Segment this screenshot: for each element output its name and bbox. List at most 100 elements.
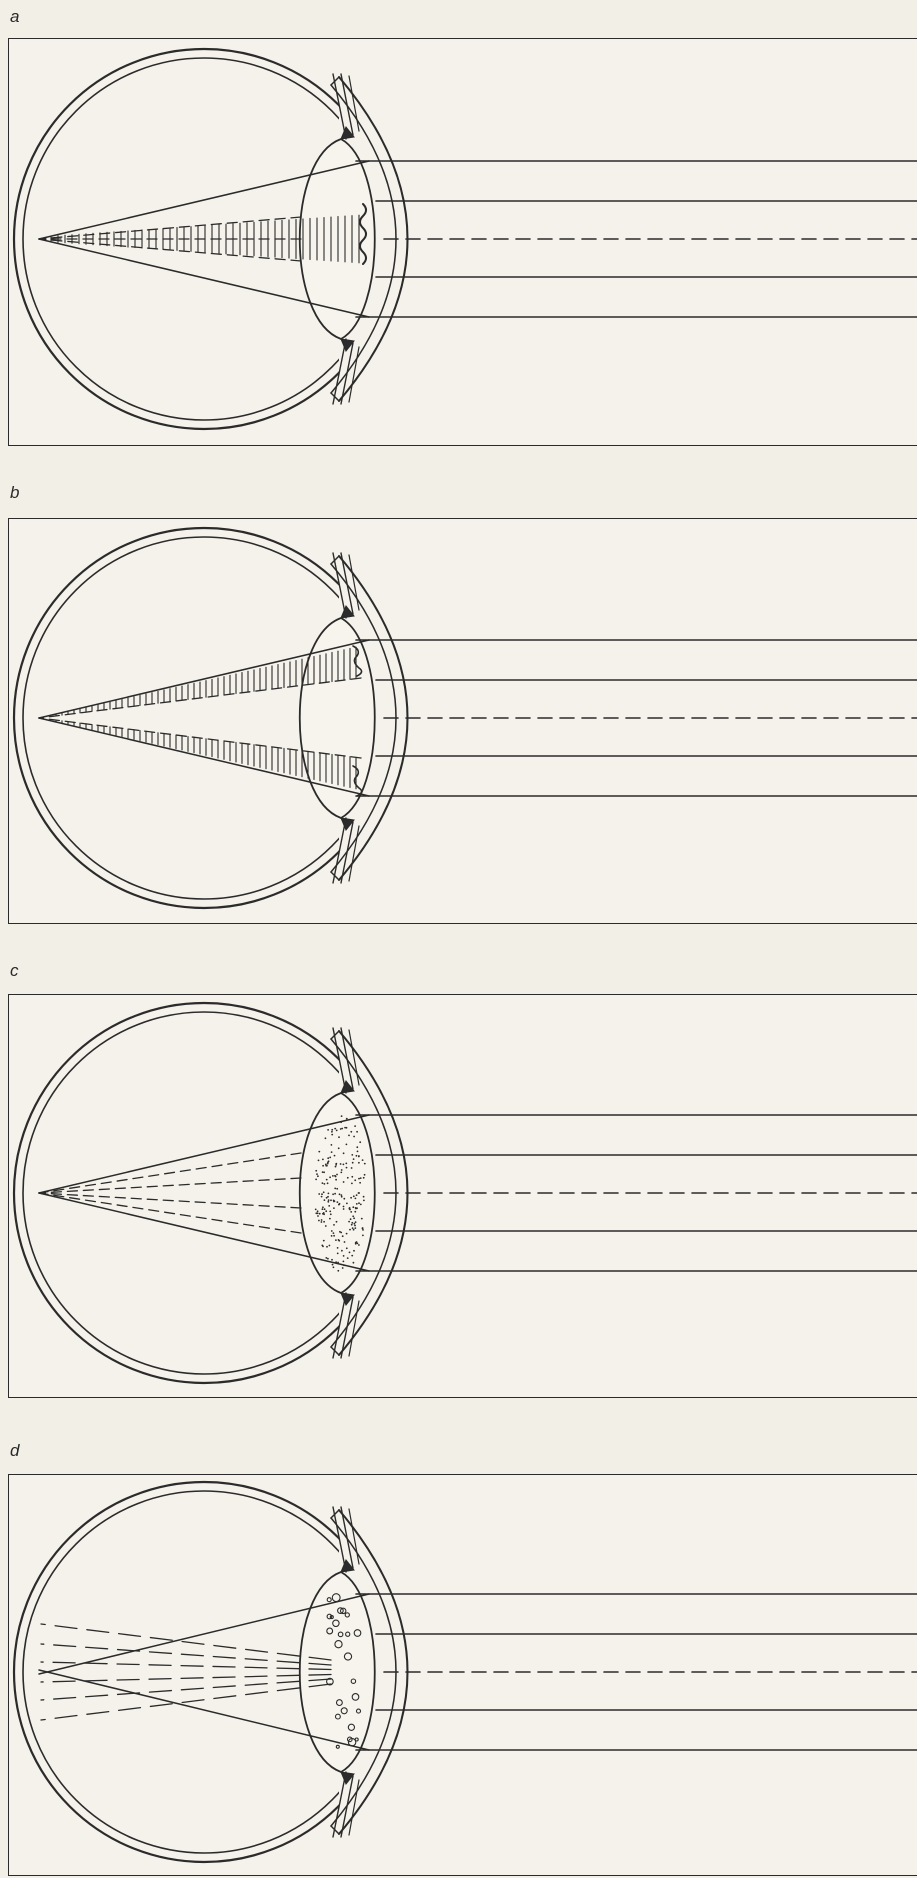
opacity-speckle xyxy=(339,1193,341,1195)
dashed-ray-lower xyxy=(39,1193,301,1233)
opacity-speckle xyxy=(346,1144,348,1146)
opacity-speckle xyxy=(346,1167,348,1169)
scattered-ray-3 xyxy=(41,1662,331,1670)
opacity-speckle xyxy=(331,1144,333,1146)
opacity-speckle xyxy=(341,1169,343,1171)
opacity-speckle xyxy=(355,1207,357,1209)
opacity-speckle xyxy=(354,1179,356,1181)
opacity-speckle xyxy=(343,1208,345,1210)
opacity-speckle xyxy=(359,1182,361,1184)
opacity-speckle xyxy=(361,1218,363,1220)
opacity-speckle xyxy=(363,1200,365,1202)
opacity-speckle xyxy=(340,1128,342,1130)
opacity-speckle xyxy=(317,1175,319,1177)
opacity-speckle xyxy=(329,1218,331,1220)
opacity-speckle xyxy=(347,1257,349,1259)
opacity-speckle xyxy=(321,1193,323,1195)
opacity-speckle xyxy=(352,1162,354,1164)
panel-label-a: a xyxy=(10,8,19,25)
opacity-speckle xyxy=(325,1137,327,1139)
opacity-speckle xyxy=(355,1221,357,1223)
opacity-speckle xyxy=(350,1197,352,1199)
opacity-speckle xyxy=(335,1166,337,1168)
opacity-speckle xyxy=(352,1227,354,1229)
dashed-ray-mid-lower xyxy=(39,1193,301,1208)
opacity-speckle xyxy=(350,1218,352,1220)
opacity-speckle xyxy=(324,1208,326,1210)
opacity-speckle xyxy=(333,1232,335,1234)
opacity-speckle xyxy=(360,1204,362,1206)
opacity-speckle xyxy=(331,1129,333,1131)
opacity-speckle xyxy=(334,1193,336,1195)
dashed-ray-upper xyxy=(39,1153,301,1193)
opacity-speckle xyxy=(358,1155,360,1157)
opacity-speckle xyxy=(353,1158,355,1160)
opacity-speckle xyxy=(353,1250,355,1252)
opacity-speckle xyxy=(327,1163,329,1165)
opacity-speckle xyxy=(329,1245,331,1247)
dashed-ray-mid-upper xyxy=(39,1178,301,1193)
opacity-speckle xyxy=(340,1163,342,1165)
opacity-speckle xyxy=(351,1183,353,1185)
opacity-speckle xyxy=(358,1178,360,1180)
opacity-speckle xyxy=(349,1252,351,1254)
opacity-speckle xyxy=(340,1172,342,1174)
opacity-speckle xyxy=(351,1224,353,1226)
opacity-speckle xyxy=(363,1177,365,1179)
opacity-speckle xyxy=(346,1233,348,1235)
opacity-speckle xyxy=(338,1204,340,1206)
opacity-speckle xyxy=(354,1227,356,1229)
opacity-speckle xyxy=(354,1125,356,1127)
opacity-speckle xyxy=(336,1130,338,1132)
opacity-speckle xyxy=(318,1151,320,1153)
opacity-speckle xyxy=(362,1235,364,1237)
opacity-speckle xyxy=(340,1232,342,1234)
opacity-speckle xyxy=(332,1175,334,1177)
opacity-speckle xyxy=(326,1246,328,1248)
opacity-speckle xyxy=(337,1247,339,1249)
opacity-speckle xyxy=(335,1179,337,1181)
opacity-speckle xyxy=(334,1128,336,1130)
opacity-speckle xyxy=(338,1147,340,1149)
opacity-speckle xyxy=(325,1210,327,1212)
eye-group xyxy=(14,528,917,908)
opacity-speckle xyxy=(335,1261,337,1263)
opacity-speckle xyxy=(348,1135,350,1137)
opacity-speckle xyxy=(327,1201,329,1203)
opacity-speckle xyxy=(333,1235,335,1237)
opacity-speckle xyxy=(333,1224,335,1226)
opacity-speckle xyxy=(350,1211,352,1213)
opacity-speckle xyxy=(353,1262,355,1264)
opacity-speckle xyxy=(337,1201,339,1203)
eye-group xyxy=(14,49,917,429)
opacity-speckle xyxy=(325,1164,327,1166)
opacity-speckle xyxy=(343,1181,345,1183)
opacity-speckle xyxy=(358,1192,360,1194)
opacity-speckle xyxy=(342,1267,344,1269)
opacity-speckle xyxy=(331,1259,333,1261)
opacity-speckle xyxy=(322,1171,324,1173)
opacity-speckle xyxy=(324,1183,326,1185)
opacity-speckle xyxy=(315,1212,317,1214)
opacity-speckle xyxy=(344,1241,346,1243)
opacity-speckle xyxy=(351,1176,353,1178)
eye-diagram-b xyxy=(8,519,917,924)
opacity-speckle xyxy=(326,1179,328,1181)
opacity-speckle xyxy=(355,1198,357,1200)
opacity-speckle xyxy=(332,1264,334,1266)
opacity-speckle xyxy=(350,1131,352,1133)
opacity-speckle xyxy=(342,1235,344,1237)
opacity-speckle xyxy=(325,1257,327,1259)
opacity-speckle xyxy=(359,1141,361,1143)
eye-group xyxy=(14,1482,917,1862)
opacity-speckle xyxy=(343,1261,345,1263)
panel-label-c: c xyxy=(10,962,19,979)
opacity-speckle xyxy=(333,1201,335,1203)
opacity-speckle xyxy=(327,1182,329,1184)
opacity-speckle xyxy=(347,1177,349,1179)
opacity-speckle xyxy=(323,1221,325,1223)
opacity-speckle xyxy=(329,1157,331,1159)
opacity-speckle xyxy=(333,1266,335,1268)
opacity-speckle xyxy=(329,1176,331,1178)
opacity-speckle xyxy=(337,1253,339,1255)
